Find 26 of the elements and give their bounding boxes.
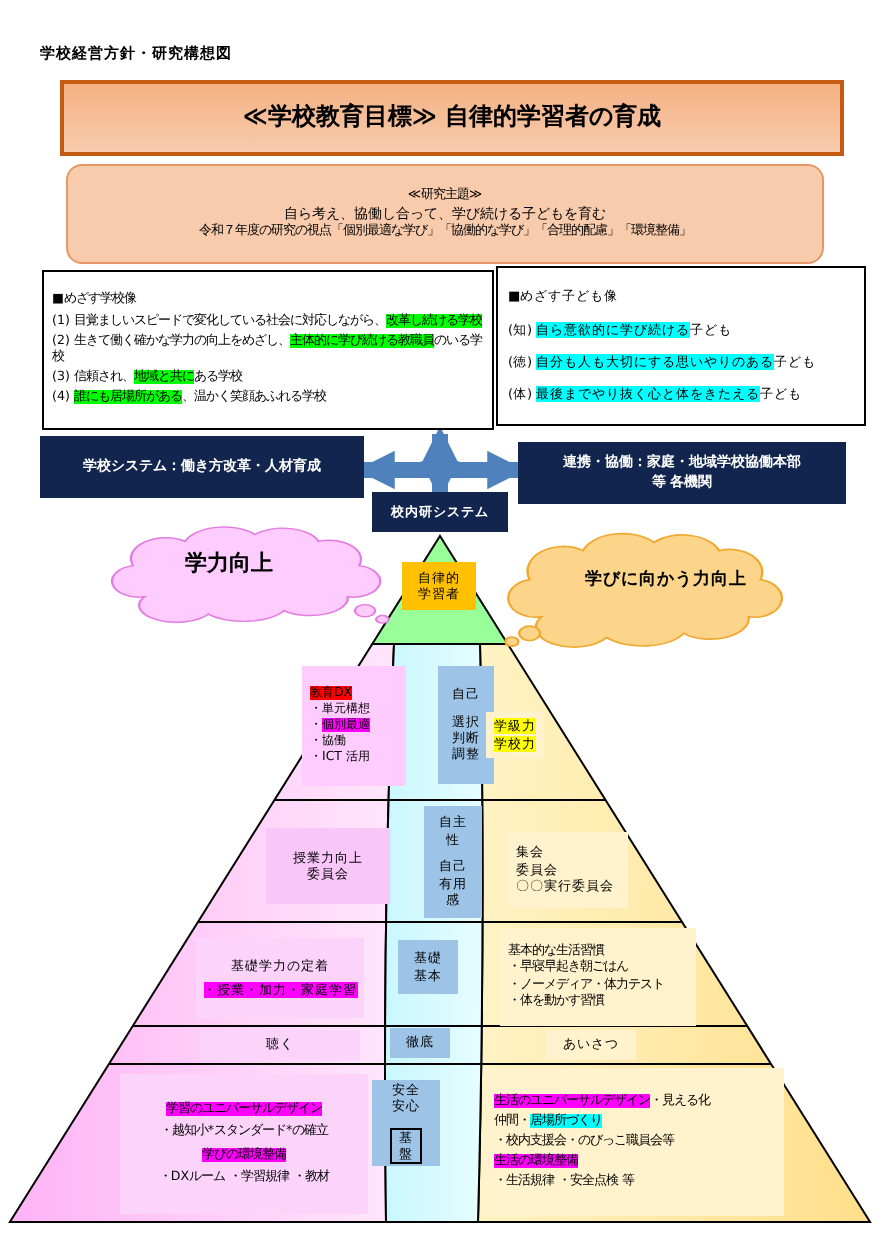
label-box (120, 1074, 368, 1214)
theme-panel (66, 164, 824, 264)
label-box (484, 1068, 784, 1216)
label-box (302, 666, 406, 786)
cloud-text: 学力向上 (183, 549, 275, 579)
label-box (546, 1030, 636, 1060)
label-box (266, 828, 390, 904)
goal-banner (60, 80, 844, 156)
label-box (402, 562, 476, 610)
info-panel (496, 266, 866, 426)
label-box (508, 832, 628, 908)
label-box (500, 928, 696, 1026)
goal-text: ≪学校教育目標≫ 自律的学習者の育成 (240, 102, 664, 134)
system-box (372, 492, 508, 532)
info-panel (42, 270, 494, 430)
label-box (486, 712, 544, 758)
label-box (398, 940, 458, 994)
label-box (424, 806, 482, 918)
label-box (196, 938, 364, 1018)
label-box (200, 1030, 360, 1060)
system-box (40, 436, 364, 498)
label-box (390, 1028, 450, 1058)
cloud-text: 学びに向かう力向上 (583, 570, 749, 594)
system-box (518, 442, 846, 504)
label-box (372, 1080, 440, 1166)
label-box (438, 666, 494, 784)
